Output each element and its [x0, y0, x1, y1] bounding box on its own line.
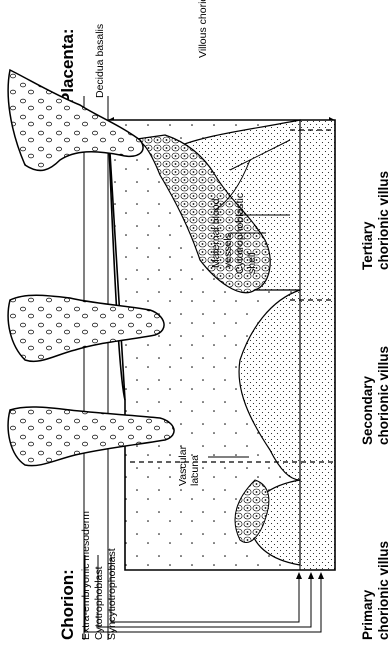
villous-chorion-label: Villous chorion [197, 0, 209, 58]
placenta-title: Placenta: [58, 28, 77, 104]
chorion-layer-cytotrophoblast: Cytotrophoblast [93, 566, 105, 640]
secondary-villus-label: Secondarychorionic villus [360, 346, 390, 445]
chorionic-plate [300, 120, 335, 570]
primary-villus-label: Primarychorionic villus [360, 541, 390, 640]
chorion-title: Chorion: [58, 569, 77, 640]
decidua-basalis-label: Decidua basalis [94, 24, 106, 98]
chorion-layer-mesoderm: Extra-embryonic mesoderm [80, 511, 92, 640]
villus-diagram [108, 120, 335, 570]
tertiary-villus-label: Tertiarychorionic villus [360, 171, 390, 270]
